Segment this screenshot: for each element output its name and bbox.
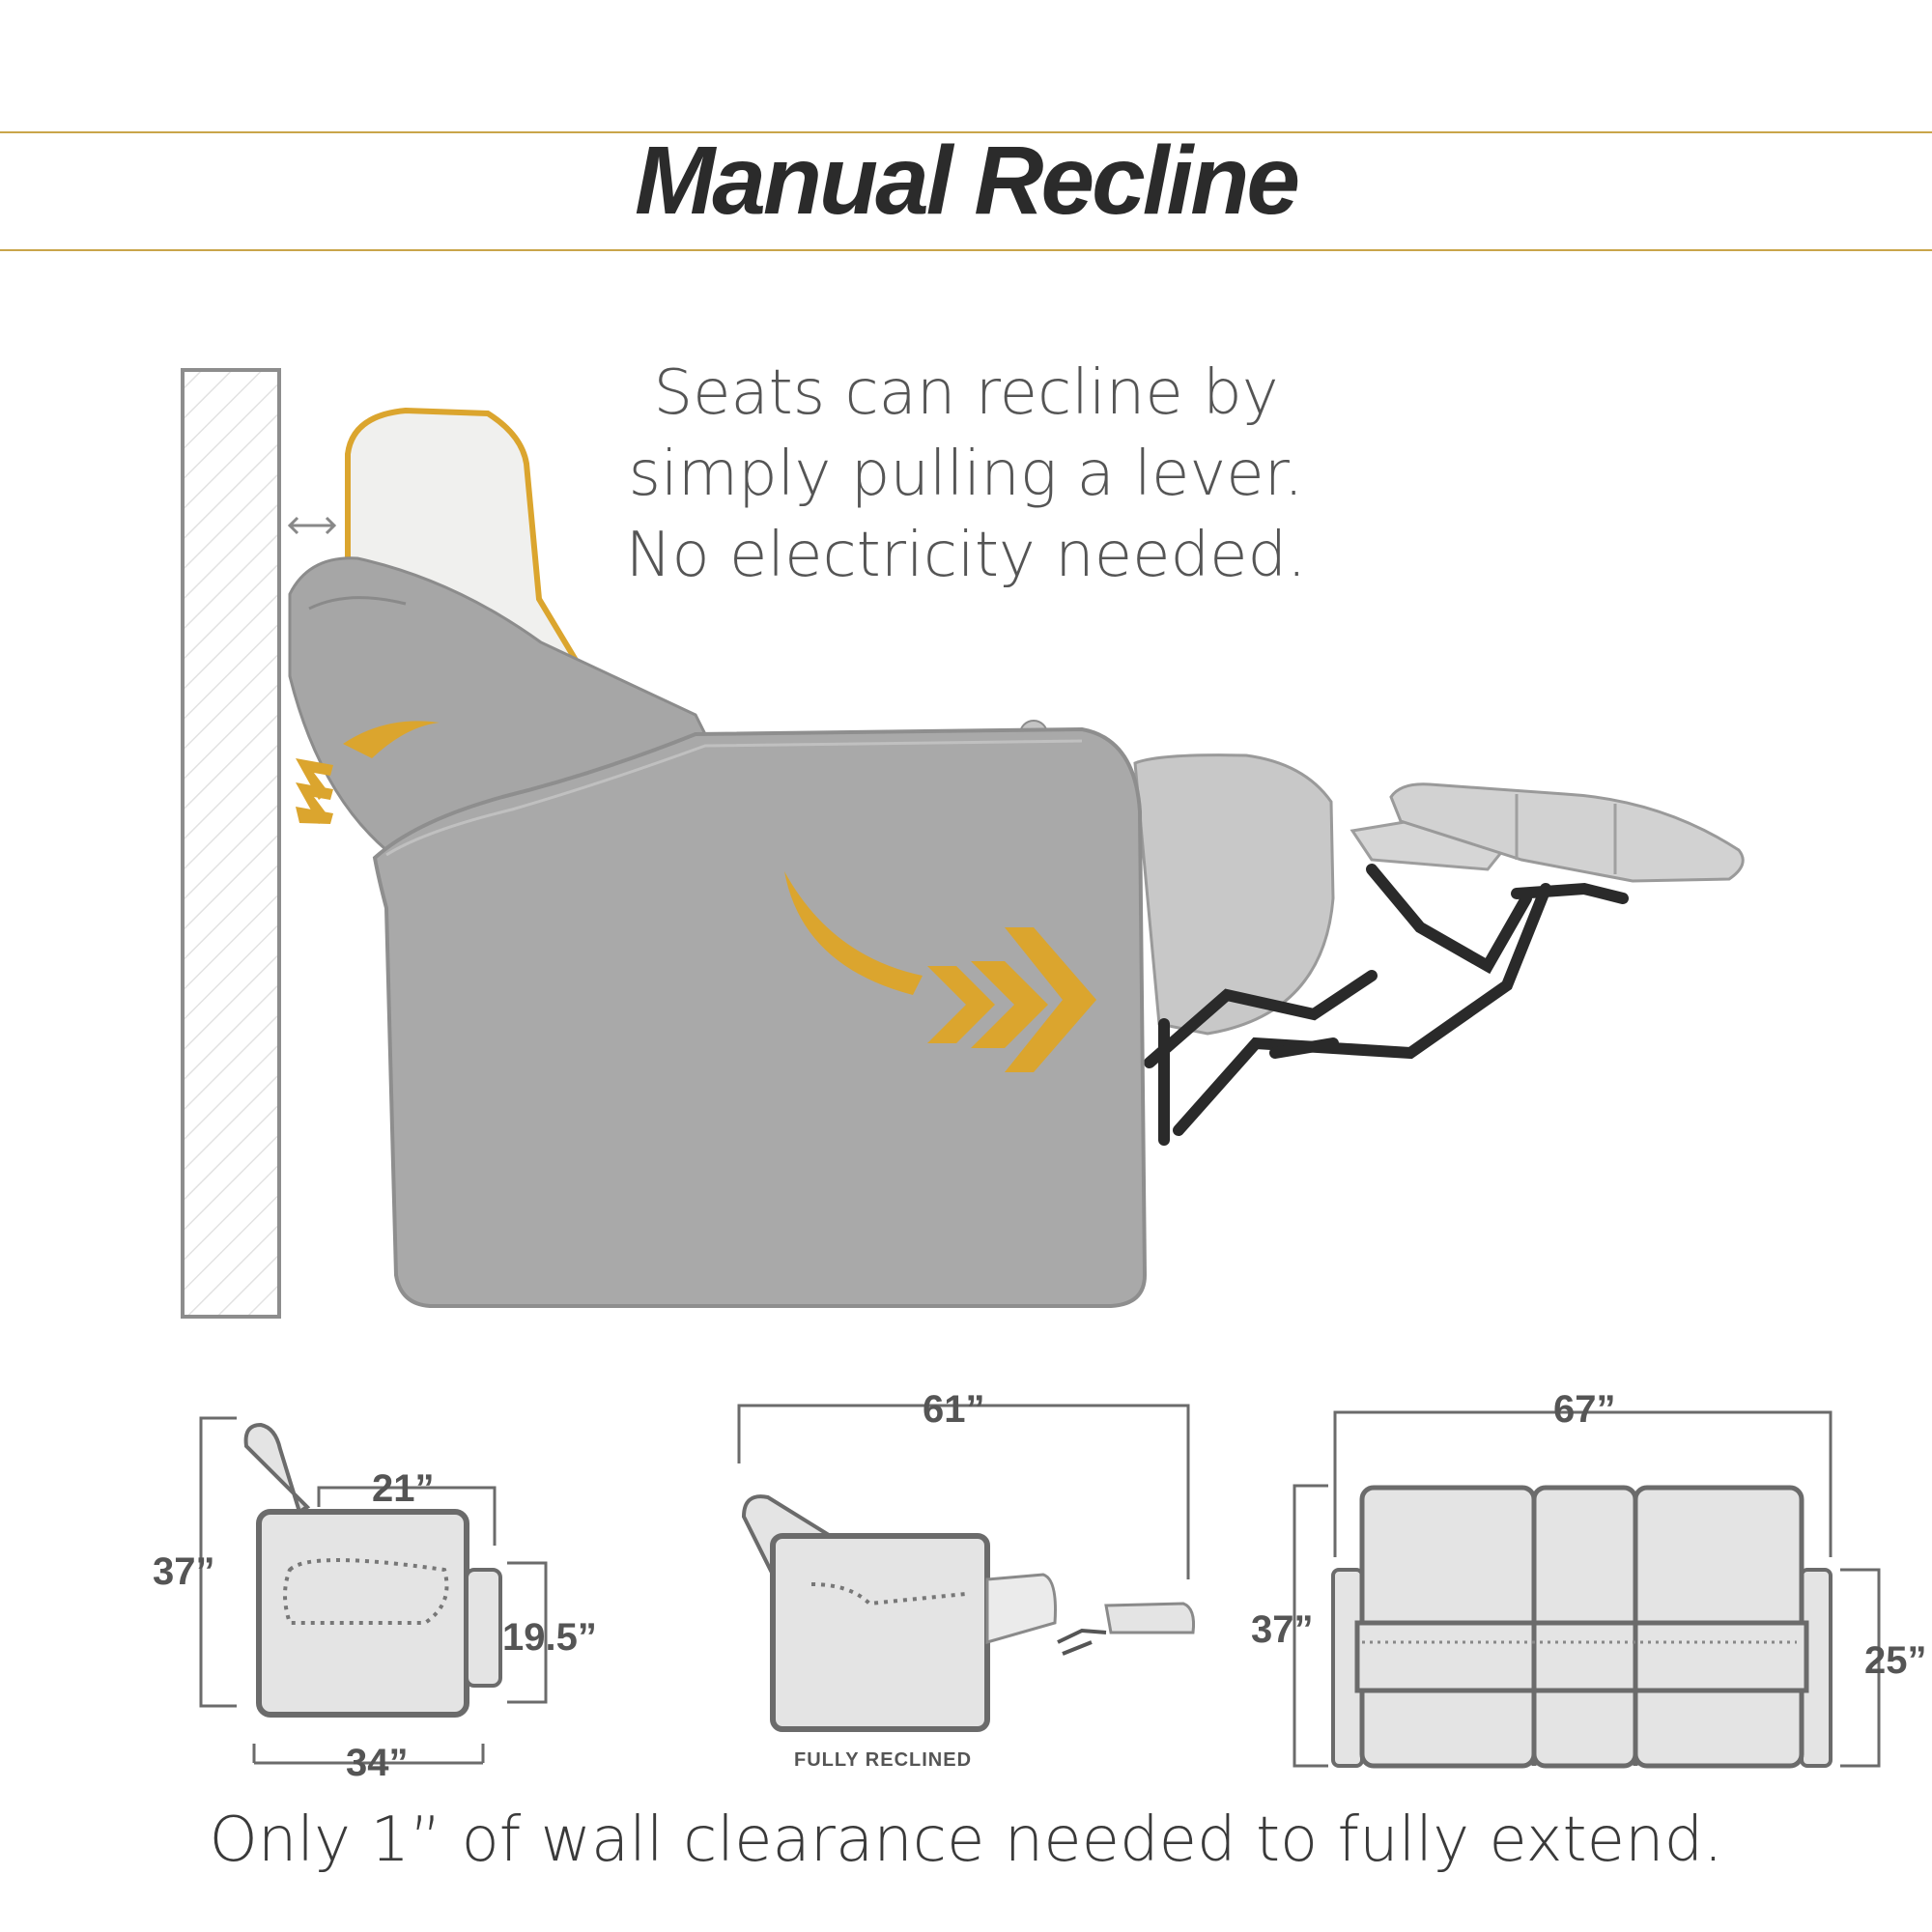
extend-arrow-icon bbox=[784, 871, 1096, 1072]
front-height-label: 37” bbox=[1251, 1608, 1314, 1651]
footrest bbox=[1133, 753, 1745, 1036]
fully-reclined-caption: FULLY RECLINED bbox=[794, 1749, 972, 1771]
top-rule bbox=[0, 131, 1932, 133]
description-line-1: Seats can recline by bbox=[653, 357, 1279, 429]
feature-description: Seats can recline by simply pulling a le… bbox=[618, 353, 1314, 596]
recline-arrow-icon bbox=[296, 721, 440, 824]
chair-side-panel[interactable] bbox=[372, 726, 1148, 1308]
side-seat-depth-label: 21” bbox=[372, 1467, 435, 1510]
side-arm-height-label: 19.5” bbox=[502, 1616, 597, 1659]
side-dimension-diagram bbox=[199, 1416, 548, 1765]
description-line-3: No electricity needed. bbox=[625, 520, 1307, 591]
front-dimension-diagram bbox=[1293, 1410, 1881, 1769]
page-title: Manual Recline bbox=[635, 127, 1300, 235]
title-underline bbox=[0, 249, 1932, 251]
front-arm-height-label: 25” bbox=[1864, 1639, 1927, 1682]
wall-icon bbox=[181, 368, 281, 1319]
side-height-label: 37” bbox=[153, 1550, 215, 1593]
clearance-arrow-icon bbox=[287, 516, 337, 535]
description-line-2: simply pulling a lever. bbox=[628, 439, 1304, 510]
footer-note: Only 1” of wall clearance needed to full… bbox=[209, 1804, 1723, 1876]
recline-mechanism bbox=[1144, 864, 1629, 1146]
reclined-dimension-diagram bbox=[737, 1404, 1195, 1732]
side-depth-label: 34” bbox=[346, 1742, 409, 1784]
front-width-label: 67” bbox=[1553, 1388, 1616, 1431]
reclined-length-label: 61” bbox=[923, 1388, 985, 1431]
